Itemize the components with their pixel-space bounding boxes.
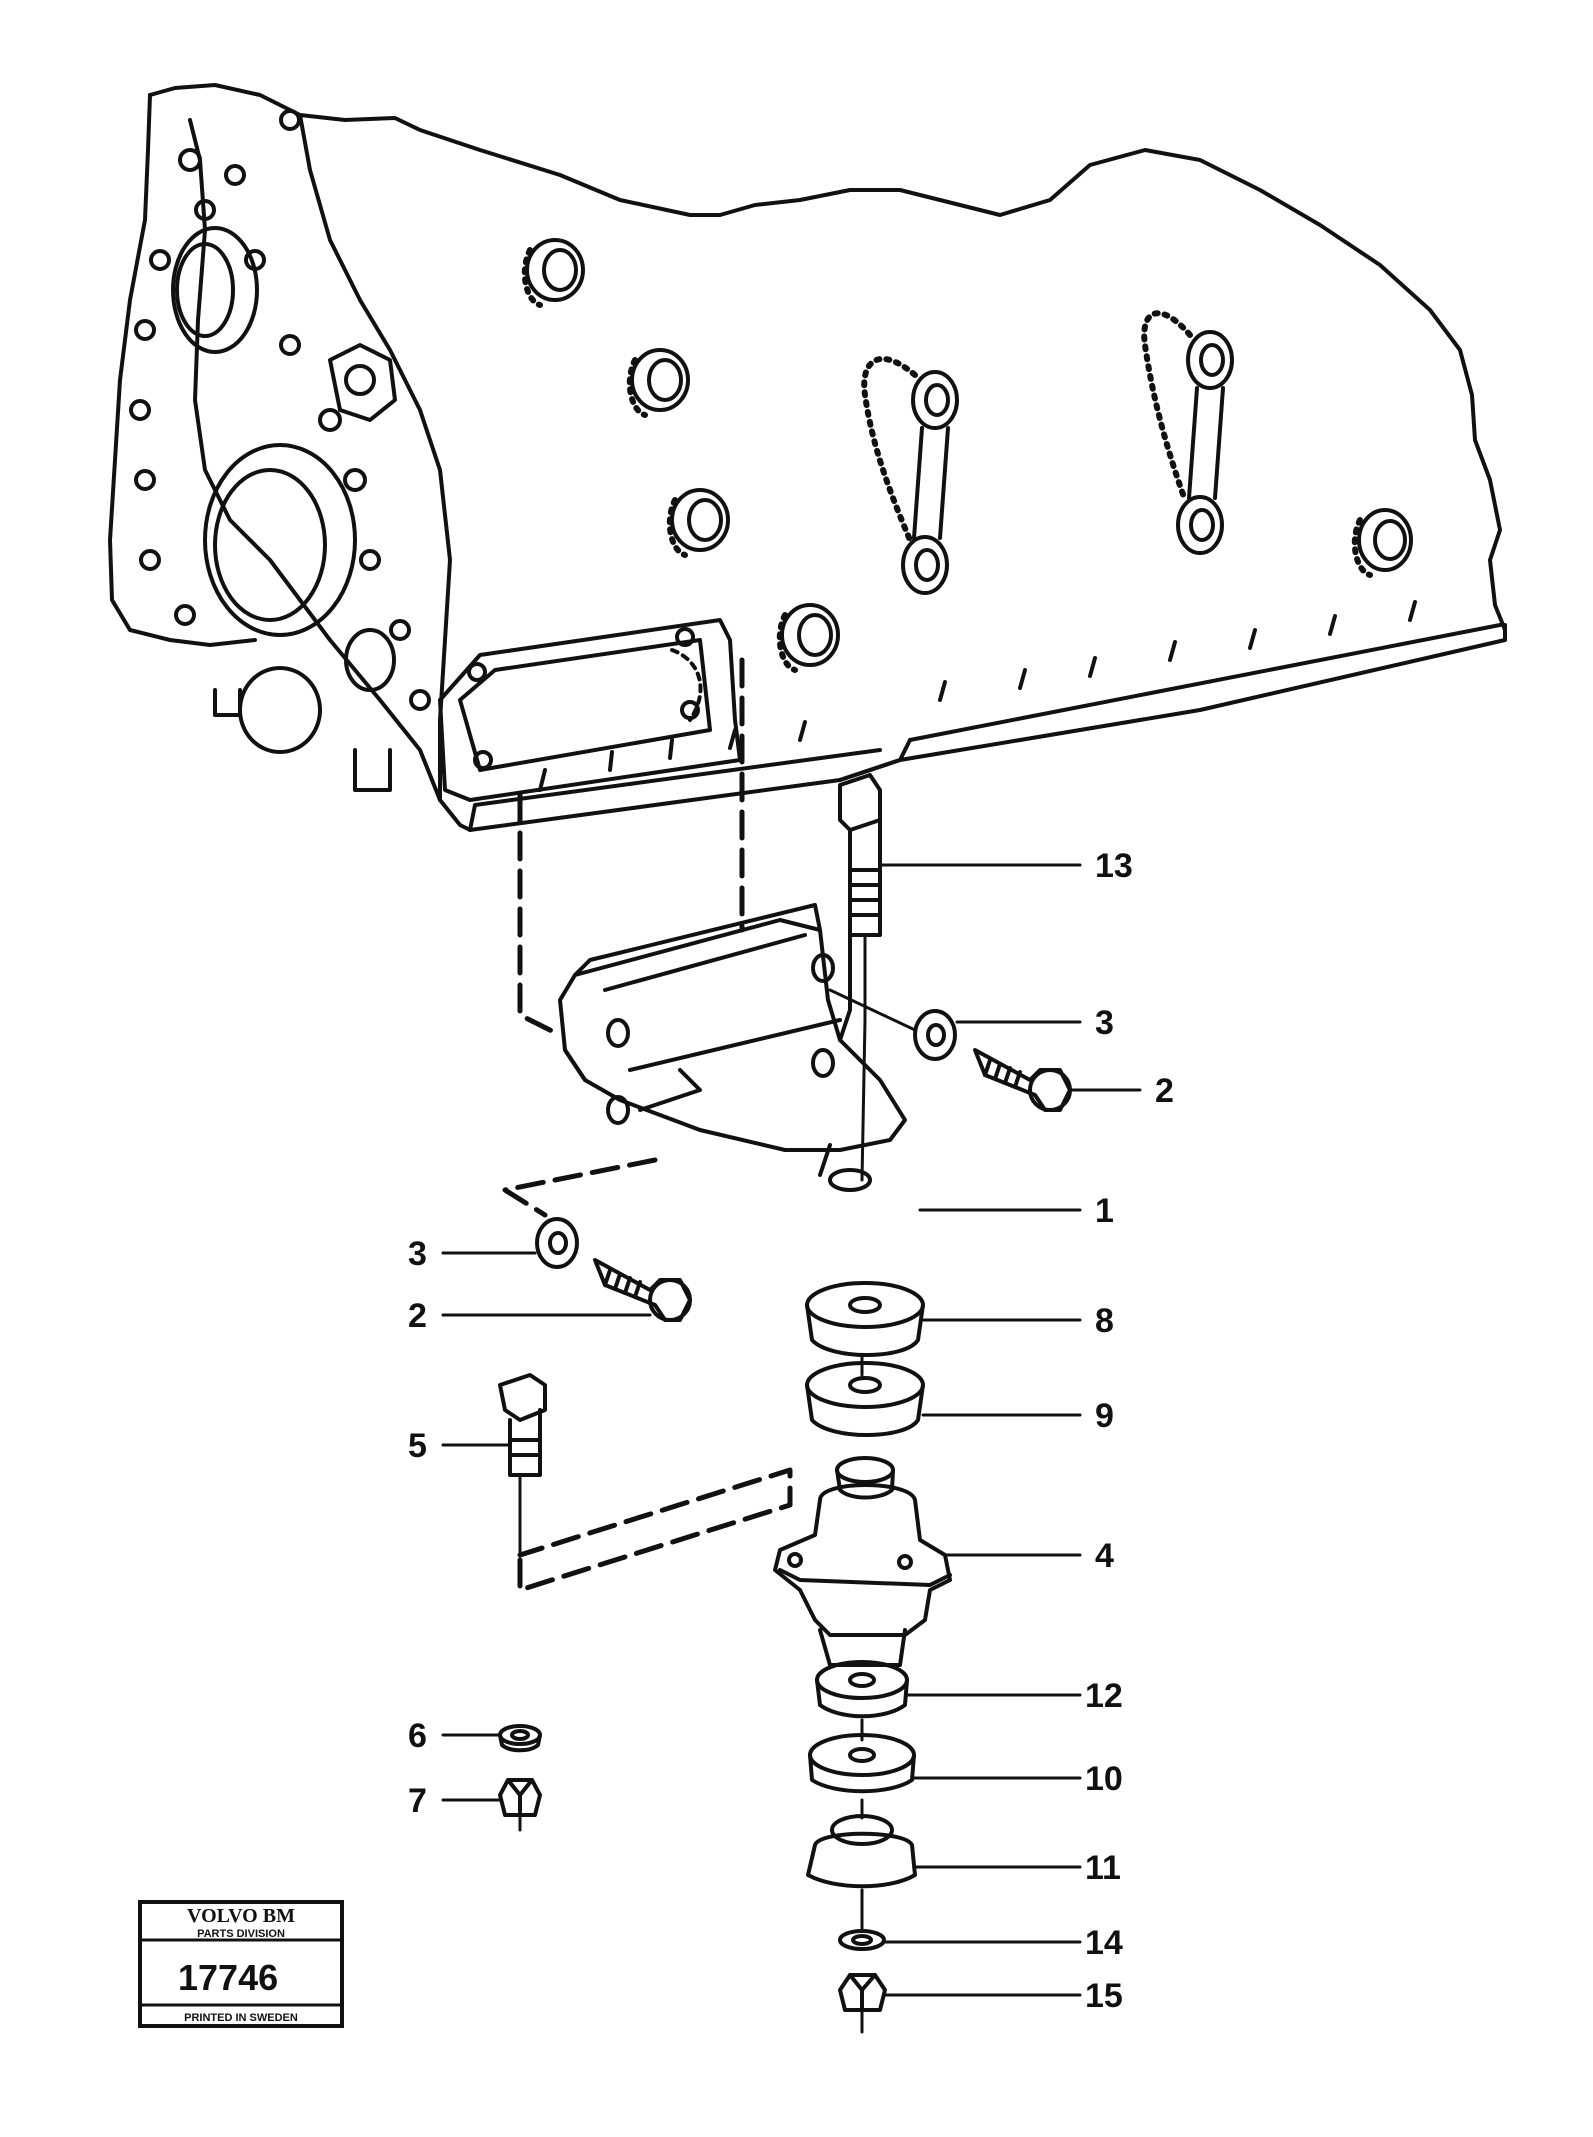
washer-3-right bbox=[828, 988, 957, 1061]
callout-3-left: 3 bbox=[408, 1235, 427, 1273]
callout-2-right: 2 bbox=[1155, 1072, 1174, 1110]
stamp-brand: VOLVO BM bbox=[187, 1905, 295, 1927]
rubber-11 bbox=[806, 1798, 917, 1889]
rubber-mount-4 bbox=[773, 1456, 952, 1667]
nut-7 bbox=[498, 1778, 542, 1832]
washer-14 bbox=[838, 1888, 886, 1951]
stamp-number: 17746 bbox=[178, 1957, 278, 1998]
callouts: 13 3 2 1 3 2 8 9 5 4 12 6 10 7 11 14 15 bbox=[408, 847, 1174, 2015]
parts-stamp: VOLVO BM PARTS DIVISION 17746 PRINTED IN… bbox=[138, 1900, 344, 2028]
bolt-2-right bbox=[973, 1048, 1072, 1112]
washer-3-left bbox=[535, 1217, 579, 1269]
callout-4: 4 bbox=[1095, 1537, 1114, 1575]
engine-mount-bracket bbox=[558, 903, 907, 1192]
leader-lines bbox=[441, 863, 1142, 1997]
callout-6: 6 bbox=[408, 1717, 427, 1755]
washer-6 bbox=[498, 1724, 542, 1753]
callout-13: 13 bbox=[1095, 847, 1133, 885]
callout-8: 8 bbox=[1095, 1302, 1114, 1340]
callout-2-left: 2 bbox=[408, 1297, 427, 1335]
nut-15 bbox=[838, 1973, 887, 2034]
washer-12 bbox=[815, 1660, 909, 1719]
stamp-footer: PRINTED IN SWEDEN bbox=[184, 2012, 298, 2024]
bolt-13 bbox=[838, 773, 882, 1182]
callout-14: 14 bbox=[1085, 1924, 1123, 1962]
callout-1: 1 bbox=[1095, 1192, 1114, 1230]
spacer-8 bbox=[805, 1281, 925, 1357]
stamp-division: PARTS DIVISION bbox=[197, 1928, 285, 1940]
callout-3-right: 3 bbox=[1095, 1004, 1114, 1042]
assembly-lines bbox=[502, 657, 793, 1593]
bolt-2-left bbox=[593, 1258, 692, 1322]
rubber-9 bbox=[805, 1353, 925, 1437]
callout-15: 15 bbox=[1085, 1977, 1123, 2015]
callout-10: 10 bbox=[1085, 1760, 1123, 1798]
washer-10 bbox=[808, 1718, 916, 1794]
engine-block bbox=[108, 83, 1507, 832]
callout-9: 9 bbox=[1095, 1397, 1114, 1435]
callout-5: 5 bbox=[408, 1427, 427, 1465]
callout-12: 12 bbox=[1085, 1677, 1123, 1715]
callout-11: 11 bbox=[1085, 1849, 1121, 1887]
bolt-5 bbox=[498, 1373, 547, 1557]
callout-7: 7 bbox=[408, 1782, 427, 1820]
